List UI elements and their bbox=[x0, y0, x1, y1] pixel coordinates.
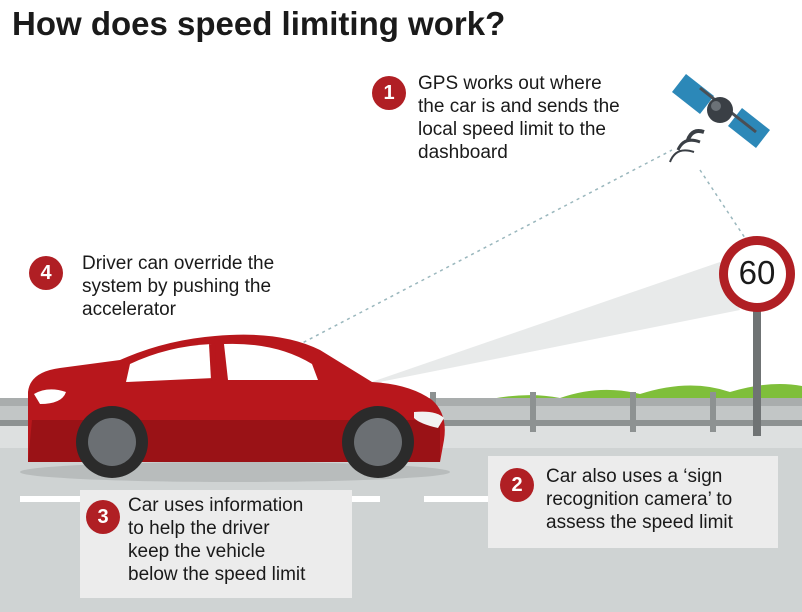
speed-limit-sign-icon bbox=[719, 236, 795, 436]
step-2-line-2: recognition camera’ to bbox=[546, 489, 733, 510]
lane-marking-1 bbox=[20, 496, 104, 502]
gps-signal-to-car bbox=[284, 149, 673, 353]
lane-marking-2 bbox=[330, 496, 380, 502]
lane-marking-3 bbox=[424, 496, 488, 502]
step-4-line-2: system by pushing the bbox=[82, 276, 272, 297]
step-4-text: Driver can override the system by pushin… bbox=[82, 252, 274, 321]
step-3-line-3: keep the vehicle bbox=[128, 541, 266, 562]
step-1-badge: 1 bbox=[372, 76, 406, 110]
step-1-line-4: dashboard bbox=[418, 142, 508, 163]
step-3-line-1: Car uses information bbox=[128, 495, 304, 516]
step-1-text: GPS works out where the car is and sends… bbox=[418, 72, 620, 164]
step-3-panel bbox=[80, 490, 352, 598]
step-4-line-1: Driver can override the bbox=[82, 253, 275, 274]
page-title: How does speed limiting work? bbox=[12, 5, 506, 42]
step-1-line-3: local speed limit to the bbox=[418, 119, 606, 140]
step-3-line-2: to help the driver bbox=[128, 518, 270, 539]
step-3-line-4: below the speed limit bbox=[128, 564, 306, 585]
camera-view-cone bbox=[360, 262, 740, 386]
satellite-icon bbox=[669, 74, 770, 163]
step-4-badge: 4 bbox=[29, 256, 63, 290]
speed-limit-value: 60 bbox=[738, 254, 776, 291]
step-4-line-3: accelerator bbox=[82, 299, 176, 320]
gps-signal-to-sign bbox=[699, 169, 746, 239]
step-2-badge: 2 bbox=[500, 468, 534, 502]
step-3-text: Car uses information to help the driver … bbox=[128, 494, 305, 586]
step-3-badge: 3 bbox=[86, 500, 120, 534]
step-2-line-3: assess the speed limit bbox=[546, 512, 733, 533]
car-icon bbox=[20, 334, 450, 482]
step-2-text: Car also uses a ‘sign recognition camera… bbox=[546, 465, 733, 534]
step-1-line-1: GPS works out where bbox=[418, 73, 602, 94]
step-2-panel bbox=[488, 456, 778, 548]
step-1-line-2: the car is and sends the bbox=[418, 96, 620, 117]
step-2-line-1: Car also uses a ‘sign bbox=[546, 466, 723, 487]
